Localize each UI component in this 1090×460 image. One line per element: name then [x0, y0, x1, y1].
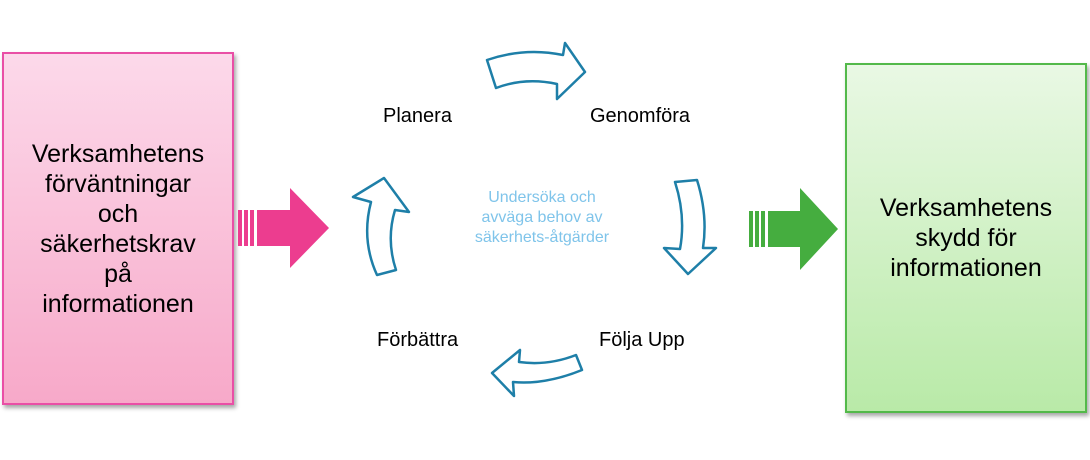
step-label-genomfora: Genomföra	[590, 105, 691, 127]
input-arrow-stripe	[238, 210, 242, 246]
expectations-box: Verksamhetens förväntningar och säkerhet…	[2, 52, 234, 405]
cycle-arrow-right	[662, 178, 718, 276]
input-arrow	[238, 188, 329, 268]
cycle-arrow-left	[351, 176, 411, 277]
output-arrow-stripe	[761, 211, 765, 247]
protection-box-text: Verksamhetens skydd för informationen	[879, 194, 1053, 282]
output-arrow-stripe	[749, 211, 753, 247]
step-label-folja-upp: Följa Upp	[599, 329, 685, 351]
step-label-forbattra: Förbättra	[377, 329, 459, 351]
step-label-planera: Planera	[383, 105, 452, 127]
expectations-box-text: Verksamhetens förväntningar och säkerhet…	[31, 139, 205, 318]
output-arrow-stripe	[755, 211, 759, 247]
output-arrow	[749, 188, 838, 270]
input-arrow-stripe	[250, 210, 254, 246]
cycle-arrow-top	[485, 41, 587, 101]
cycle-center-text: Undersöka och avväga behov av säkerhets-…	[474, 189, 610, 246]
input-arrow-stripe	[244, 210, 248, 246]
protection-box: Verksamhetens skydd för informationen	[845, 63, 1087, 413]
input-arrow-head	[257, 188, 329, 268]
cycle-arrow-bottom	[490, 348, 584, 398]
output-arrow-head	[768, 188, 838, 270]
